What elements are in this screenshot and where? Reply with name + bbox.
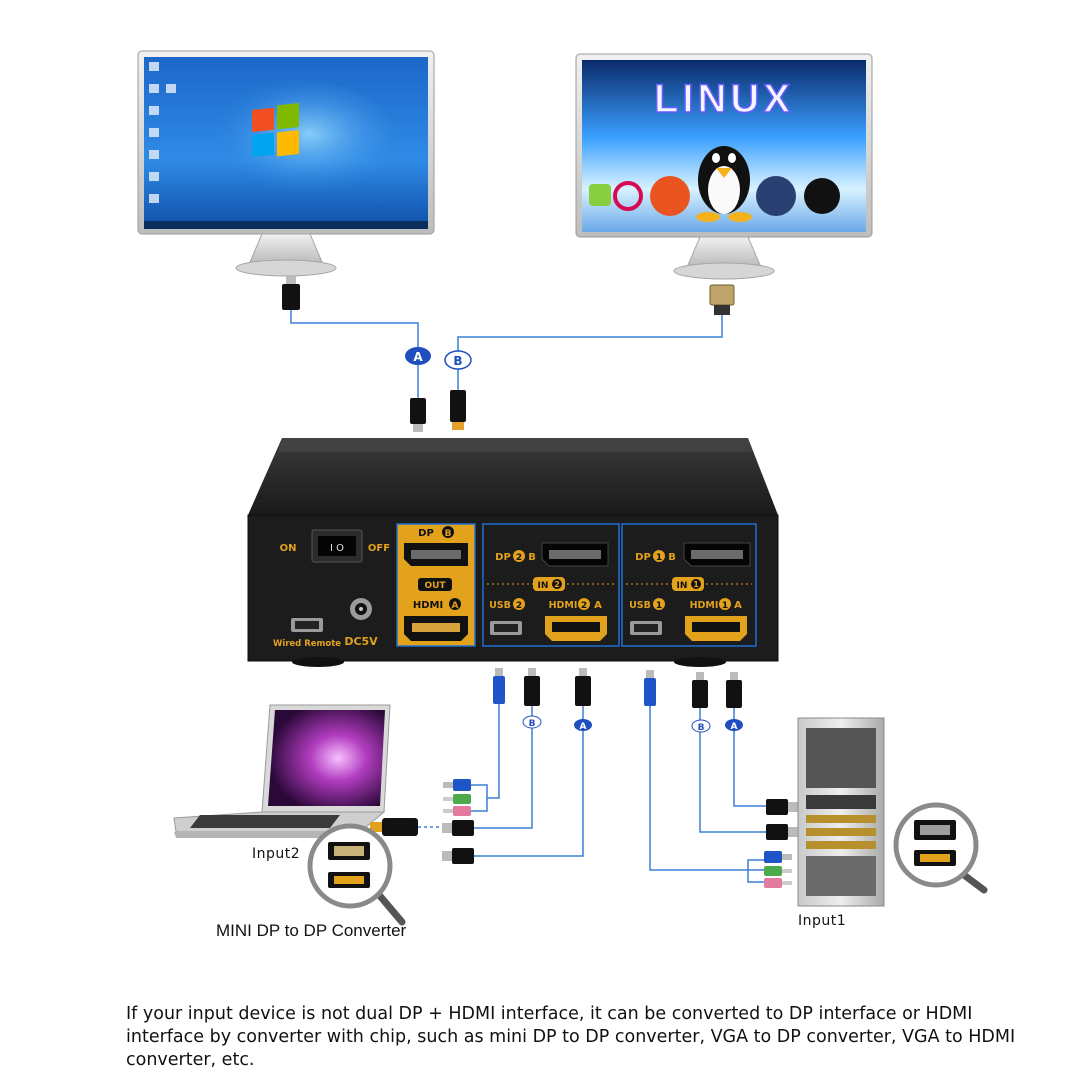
in1-panel: DP 1 B IN 1 USB 1 HDMI 1 A <box>621 523 757 647</box>
input-cables <box>474 704 766 871</box>
dc-power-jack[interactable] <box>350 598 372 620</box>
magnifier-input1 <box>893 802 988 894</box>
windows-logo <box>252 103 299 157</box>
svg-text:1: 1 <box>656 601 662 611</box>
in2-dp-port[interactable] <box>541 542 609 567</box>
svg-text:A: A <box>413 350 423 364</box>
pclinuxos-icon <box>804 178 840 214</box>
input1-label: Input1 <box>798 913 847 929</box>
tag-b-in1: B <box>691 719 711 733</box>
input2-label: Input2 <box>252 846 301 862</box>
monitor-left <box>137 50 435 277</box>
svg-text:1: 1 <box>656 553 662 563</box>
svg-text:B: B <box>453 354 462 368</box>
svg-text:1: 1 <box>722 601 728 611</box>
in2-panel: DP 2 B IN 2 USB 2 HDMI 2 A <box>482 523 620 647</box>
svg-text:IN: IN <box>677 581 688 591</box>
svg-text:A: A <box>594 600 602 611</box>
hdmi-plug-in2 <box>575 668 591 706</box>
usb-plug-in2 <box>493 668 505 704</box>
mint-icon <box>589 184 611 206</box>
svg-text:B: B <box>668 552 676 563</box>
out-dp-port[interactable] <box>404 543 468 566</box>
svg-text:OUT: OUT <box>424 581 446 591</box>
svg-text:1: 1 <box>693 580 699 589</box>
input1-plugs <box>747 799 798 888</box>
svg-text:IN: IN <box>538 581 549 591</box>
svg-text:HDMI: HDMI <box>690 600 719 611</box>
svg-text:B: B <box>528 552 536 563</box>
svg-text:B: B <box>445 529 452 539</box>
svg-text:B: B <box>529 719 536 729</box>
power-switch[interactable]: I O <box>311 529 363 563</box>
svg-text:2: 2 <box>516 553 522 563</box>
dp-plug-out <box>450 390 466 430</box>
svg-text:A: A <box>731 722 738 732</box>
usb-plug-in1 <box>644 670 656 706</box>
kvm-switch: ON I O OFF Wired Remote DC5V DP B <box>247 438 779 667</box>
out-panel: DP B OUT HDMI A <box>396 523 476 647</box>
monitor-cables <box>290 308 723 398</box>
footer-caption: If your input device is not dual DP + HD… <box>126 1004 1016 1070</box>
switch-on-label: ON <box>280 543 297 554</box>
svg-text:A: A <box>734 600 742 611</box>
dp-plug-in1 <box>692 672 708 708</box>
taskbar <box>144 221 428 229</box>
svg-text:DP: DP <box>635 552 651 563</box>
dp-plug-in2 <box>524 668 540 706</box>
out-hdmi-port[interactable] <box>404 616 468 641</box>
dp-plug-monitor <box>709 284 735 315</box>
svg-text:DP: DP <box>495 552 511 563</box>
laptop-input2 <box>173 704 391 838</box>
input-plugs <box>493 668 742 708</box>
ubuntu-icon <box>650 176 690 216</box>
fedora-icon <box>756 176 796 216</box>
tag-a-in1: A <box>725 719 743 732</box>
tag-a-in2: A <box>574 719 592 732</box>
svg-text:HDMI: HDMI <box>549 600 578 611</box>
svg-text:2: 2 <box>581 601 587 611</box>
in2-usb-port[interactable] <box>490 621 522 635</box>
monitor-right: LINUX <box>575 53 873 280</box>
tag-b-in2: B <box>522 715 542 729</box>
svg-text:USB: USB <box>489 600 511 611</box>
in1-hdmi-port[interactable] <box>685 616 747 641</box>
linux-title: LINUX <box>654 77 794 121</box>
wired-remote-port[interactable] <box>291 618 323 632</box>
svg-text:A: A <box>452 601 459 611</box>
svg-text:2: 2 <box>554 580 560 589</box>
hdmi-plug-monitor <box>282 276 300 310</box>
switch-off-label: OFF <box>368 543 390 554</box>
dc5v-label: DC5V <box>344 635 378 648</box>
magnifier-input2 <box>307 823 406 926</box>
desktop-tower-input1 <box>797 717 885 907</box>
cable-tag-a: A <box>405 347 431 365</box>
input2-plugs <box>442 779 488 864</box>
svg-text:2: 2 <box>516 601 522 611</box>
svg-text:DP: DP <box>418 528 434 539</box>
minidp-converter <box>370 818 442 836</box>
svg-text:USB: USB <box>629 600 651 611</box>
svg-text:HDMI: HDMI <box>413 600 443 611</box>
in1-dp-port[interactable] <box>683 542 751 567</box>
cable-tag-b: B <box>444 350 472 370</box>
in1-usb-port[interactable] <box>630 621 662 635</box>
penguin-icon <box>696 146 752 222</box>
hdmi-plug-out <box>410 398 426 432</box>
in2-hdmi-port[interactable] <box>545 616 607 641</box>
svg-text:A: A <box>580 722 587 732</box>
converter-label: MINI DP to DP Converter <box>216 921 407 940</box>
desktop-icons <box>149 62 176 203</box>
debian-icon <box>613 181 643 211</box>
hdmi-plug-in1 <box>726 672 742 708</box>
svg-text:I O: I O <box>330 543 344 554</box>
svg-text:B: B <box>698 723 705 733</box>
wired-remote-label: Wired Remote <box>273 639 341 649</box>
